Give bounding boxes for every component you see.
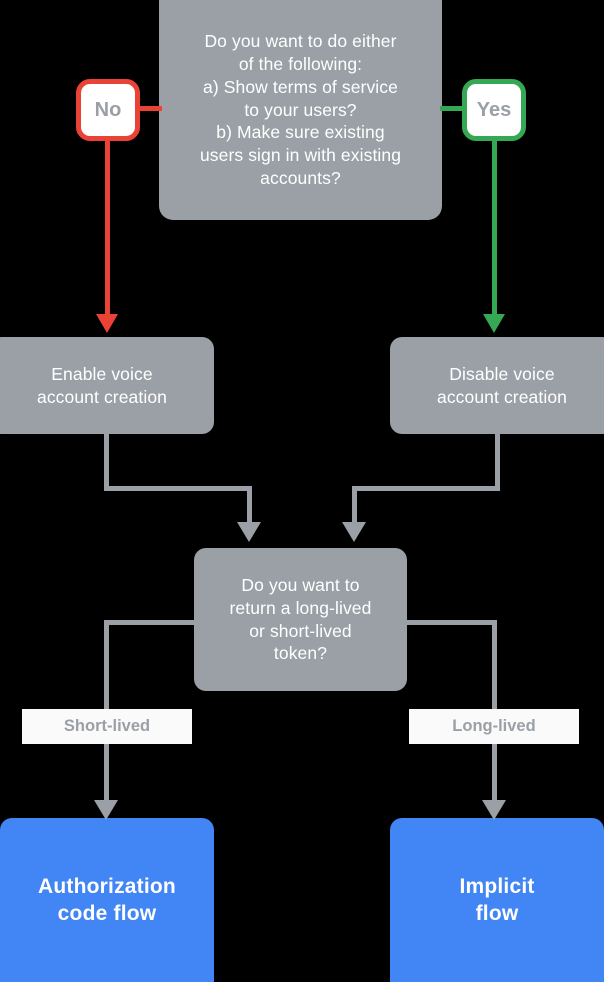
connector-enable-down [104,434,109,490]
node-authorization-code-flow: Authorization code flow [0,818,214,982]
connector-long-across [402,620,497,625]
connector-disable-down [495,434,500,490]
connector-disable-into-token [352,486,357,524]
pill-yes[interactable]: Yes [462,79,526,141]
connector-yes-vertical [492,138,497,316]
arrowhead-yes [483,314,505,333]
connector-no-vertical [105,138,110,316]
connector-no-stub [138,106,162,111]
pill-no[interactable]: No [76,79,140,141]
node-top-question: Do you want to do either of the followin… [159,0,442,220]
node-implicit-flow: Implicit flow [390,818,604,982]
node-token-question: Do you want to return a long-lived or sh… [194,548,407,691]
edge-label-short-lived: Short-lived [22,709,192,744]
node-disable-voice-account-creation: Disable voice account creation [390,337,604,434]
connector-enable-into-token [247,486,252,524]
arrowhead-short-lived [94,800,118,820]
connector-yes-stub [440,106,464,111]
edge-label-long-lived: Long-lived [409,709,579,744]
arrowhead-no [96,314,118,333]
arrowhead-disable-to-token [342,522,366,542]
arrowhead-enable-to-token [237,522,261,542]
node-enable-voice-account-creation: Enable voice account creation [0,337,214,434]
arrowhead-long-lived [482,800,506,820]
connector-enable-across [104,486,252,491]
connector-short-across [104,620,199,625]
connector-disable-across [352,486,500,491]
